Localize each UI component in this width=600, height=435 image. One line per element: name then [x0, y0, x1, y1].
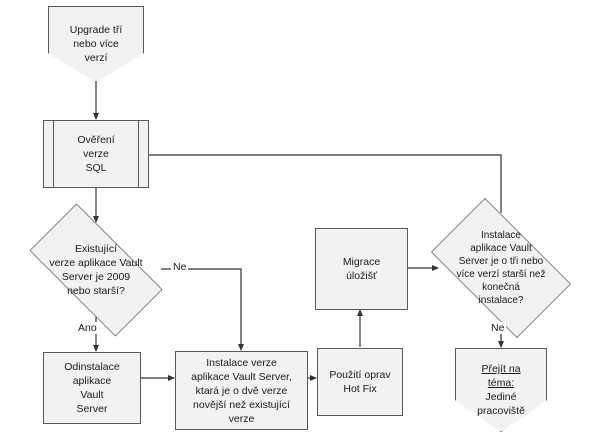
node-label: Existující verze aplikace Vault Server j…	[49, 243, 143, 297]
node-decision-three-or-more-versions[interactable]: Instalace aplikace Vault Server je o tři…	[415, 198, 587, 338]
node-migrate-storage[interactable]: Migrace úložišť	[315, 228, 408, 310]
node-label-group: Přejít na téma: Jediné pracoviště	[473, 362, 529, 418]
node-upgrade-three-or-more[interactable]: Upgrade tří nebo více verzí	[48, 6, 144, 82]
pentagon-shape	[455, 348, 547, 432]
goto-topic-link[interactable]: Přejít na téma:	[481, 363, 521, 389]
goto-topic-rest: Jediné pracoviště	[477, 391, 525, 417]
node-label: Migrace úložišť	[342, 256, 381, 282]
node-label: Upgrade tří nebo více verzí	[69, 24, 123, 64]
node-label: Instalace verze aplikace Vault Server, k…	[191, 356, 292, 425]
node-decision-existing-version[interactable]: Existující verze aplikace Vault Server j…	[10, 203, 182, 337]
node-goto-topic-single-site[interactable]: Přejít na téma: Jediné pracoviště	[455, 348, 547, 432]
node-uninstall-vault-server[interactable]: Odinstalace aplikace Vault Server	[43, 352, 141, 424]
node-label: Použití oprav Hot Fix	[329, 369, 391, 395]
node-label: Odinstalace aplikace Vault Server	[64, 361, 120, 415]
node-sql-verification[interactable]: Ověření verze SQL	[43, 120, 149, 188]
node-label: Ověření verze SQL	[77, 134, 115, 174]
edge-label-three-or-more-no: Ne	[489, 322, 507, 334]
edge-decision-three-feedback-to-sql	[129, 152, 502, 213]
node-apply-hotfix[interactable]: Použití oprav Hot Fix	[317, 348, 403, 416]
edge-label-existing-no: Ne	[171, 261, 189, 273]
edge-label-existing-yes: Ano	[76, 322, 99, 334]
node-install-two-versions-newer[interactable]: Instalace verze aplikace Vault Server, k…	[175, 351, 308, 430]
node-label: Instalace aplikace Vault Server je o tři…	[456, 230, 546, 306]
